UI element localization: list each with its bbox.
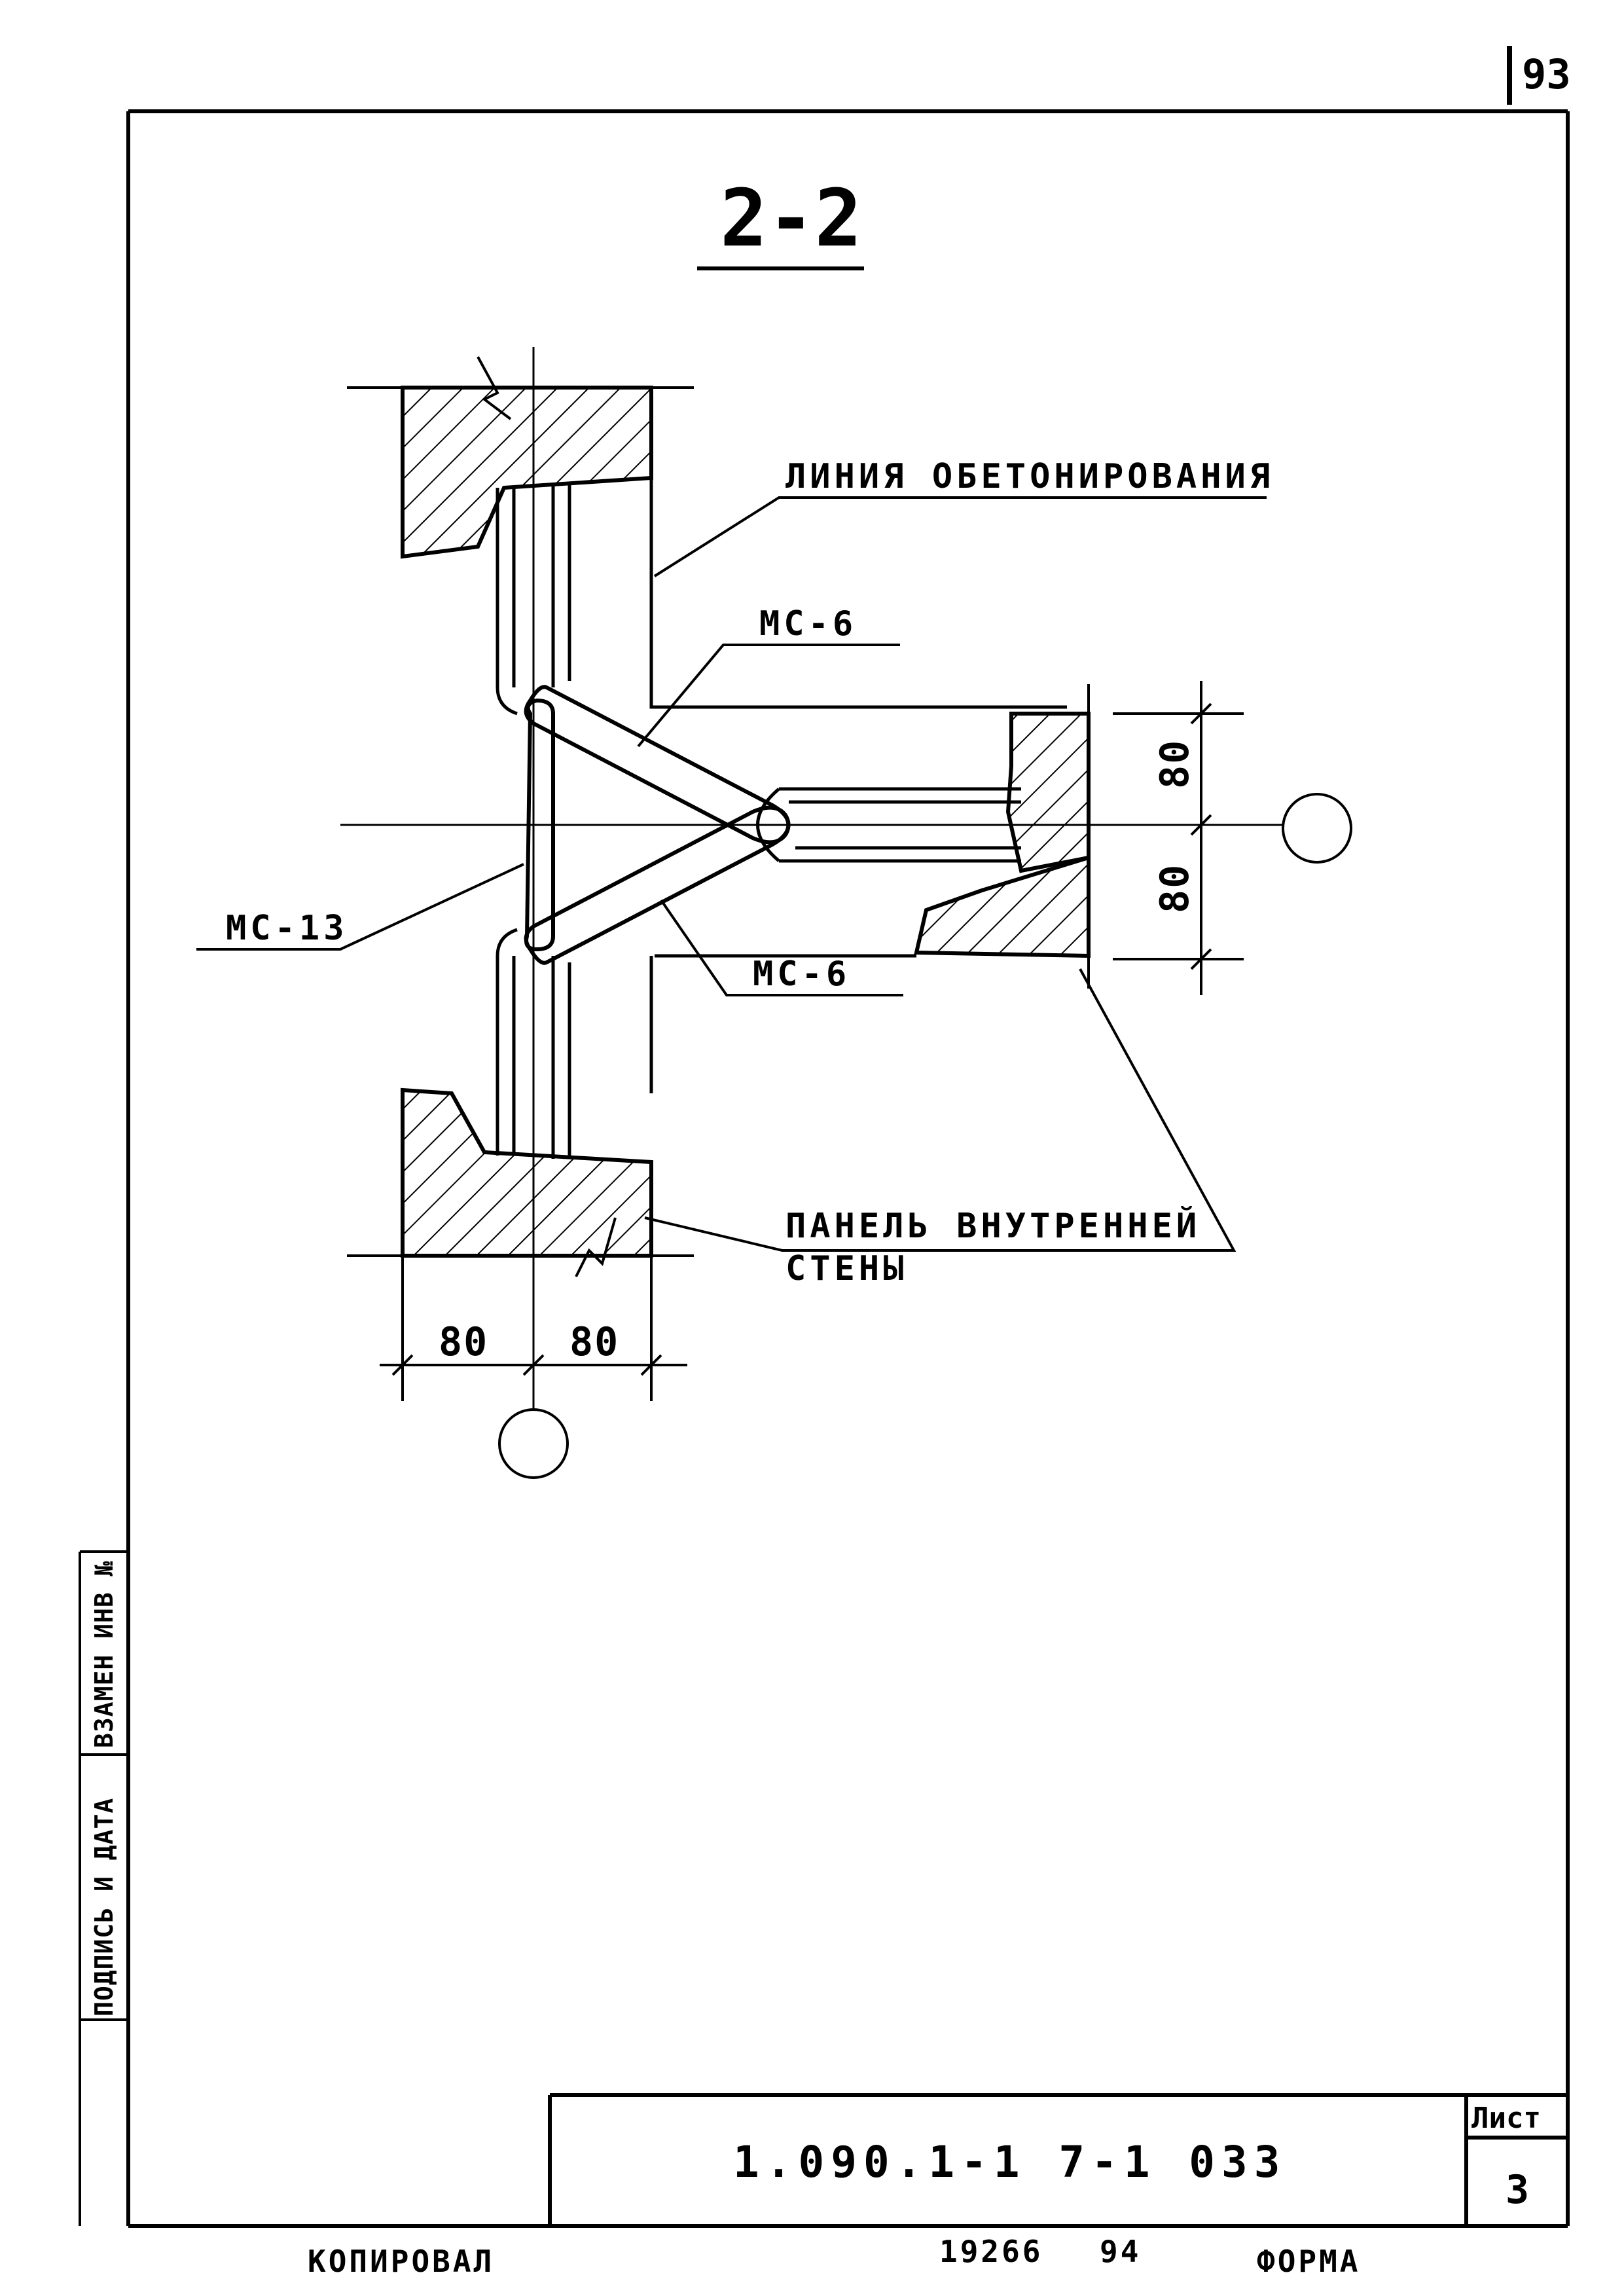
footer-order: 19266 (939, 2234, 1043, 2269)
right-panel-concrete-lower (914, 854, 1091, 958)
label-panel-line2: СТЕНЫ (785, 1249, 908, 1288)
dim-bottom-left: 80 (439, 1319, 488, 1365)
footer-code: 94 (1100, 2234, 1141, 2269)
ms6-lower-loop (524, 805, 791, 965)
label-concreting-line: ЛИНИЯ ОБЕТОНИРОВАНИЯ (785, 457, 1274, 496)
title-block-designation: 1.090.1-1 7-1 033 (733, 2137, 1287, 2187)
footer-copied: КОПИРОВАЛ (308, 2244, 494, 2279)
leader-panel (644, 968, 1236, 1252)
leader-ms6-top (637, 644, 900, 748)
label-ms13: МС-13 (226, 909, 348, 948)
lower-panel-concrete (401, 1087, 653, 1258)
axis-marker-bottom (498, 1408, 569, 1479)
page-number: 93 (1522, 50, 1571, 98)
title-block-sheet-number: 3 (1506, 2167, 1529, 2213)
footer-format: ФОРМА (1257, 2244, 1360, 2279)
label-ms6-top: МС-6 (759, 604, 857, 644)
title-block-sheet-label: Лист (1471, 2102, 1541, 2135)
dim-bottom-right: 80 (569, 1319, 619, 1365)
side-stamp-replace: ВЗАМЕН ИНВ № (90, 1560, 118, 1748)
dim-right-lower: 80 (1152, 864, 1198, 913)
horizontal-rebar-bundle (756, 787, 1021, 863)
bottom-dimension (380, 1256, 687, 1401)
label-panel-line1: ПАНЕЛЬ ВНУТРЕННЕЙ (785, 1206, 1200, 1246)
dim-right-upper: 80 (1152, 739, 1198, 789)
leader-ms13 (196, 863, 524, 951)
leader-ms6-bottom (660, 899, 903, 996)
axis-marker-right (1282, 793, 1352, 864)
right-panel-concrete-upper (1005, 712, 1091, 873)
label-ms6-bottom: МС-6 (753, 955, 850, 994)
right-dimension (1113, 681, 1244, 995)
leader-concreting-line (653, 496, 1267, 577)
upper-panel-concrete (401, 386, 653, 559)
vertical-rebar-bundle (496, 484, 571, 1159)
section-title: 2-2 (720, 173, 862, 264)
upper-panel-break (477, 356, 512, 420)
side-stamp (79, 1550, 128, 2226)
title-block (548, 2093, 1568, 2226)
side-stamp-signature: ПОДПИСЬ И ДАТА (90, 1798, 118, 2016)
ms6-upper-loop (524, 685, 791, 845)
lower-panel-break (575, 1217, 617, 1277)
